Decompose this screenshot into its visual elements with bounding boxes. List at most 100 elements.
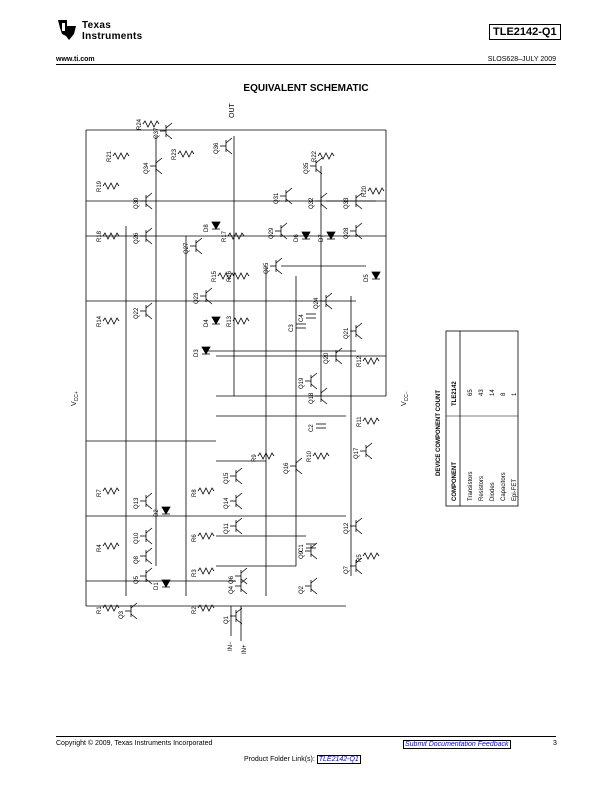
table-row-name: Transistors	[468, 472, 474, 501]
transistor-q37	[160, 122, 173, 140]
website-link[interactable]: www.ti.com	[56, 56, 95, 63]
label-q25: Q25	[264, 262, 270, 274]
resistor-r2	[197, 604, 215, 612]
label-d2: D2	[154, 509, 160, 517]
capacitor-c2	[316, 423, 326, 429]
label-q17: Q17	[354, 447, 360, 459]
product-folder: Product Folder Link(s): TLE2142-Q1	[244, 755, 361, 764]
label-r4: R4	[97, 544, 103, 552]
label-r24: R24	[137, 118, 143, 130]
label-r19: R19	[97, 180, 103, 192]
label-q18: Q18	[309, 392, 315, 404]
label-q34: Q34	[144, 162, 150, 174]
out-label: OUT	[229, 103, 236, 119]
label-q12: Q12	[344, 522, 350, 534]
page-title: EQUIVALENT SCHEMATIC	[243, 83, 369, 94]
label-q4: Q4	[229, 585, 235, 594]
table-row-name: Epi-FET	[512, 479, 518, 501]
label-r16: R16	[227, 270, 233, 282]
resistor-r22	[317, 152, 335, 160]
label-q20: Q20	[324, 352, 330, 364]
transistor-q29	[275, 222, 288, 240]
resistor-r8	[197, 487, 215, 495]
diode-d6	[301, 231, 311, 240]
label-q27: Q27	[184, 242, 190, 254]
feedback-link[interactable]: Submit Documentation Feedback	[403, 740, 511, 749]
label-d7: D7	[319, 234, 325, 242]
transistor-q24	[320, 292, 333, 310]
label-r3: R3	[192, 569, 198, 577]
table-title: DEVICE COMPONENT COUNT	[436, 390, 442, 476]
capacitor-c4	[306, 313, 316, 319]
transistor-q8	[140, 547, 153, 565]
label-r6: R6	[192, 534, 198, 542]
transistor-q22	[140, 302, 153, 320]
transistor-q28	[350, 222, 363, 240]
label-r23: R23	[172, 148, 178, 160]
transistor-q21	[350, 322, 363, 340]
resistor-r4	[102, 542, 120, 550]
diode-d2	[161, 506, 171, 515]
resistor-r15	[217, 272, 235, 280]
resistor-r7	[102, 487, 120, 495]
label-q33: Q33	[344, 197, 350, 209]
label-c3: C3	[289, 324, 295, 332]
table-row-count: 14	[490, 389, 496, 396]
copyright: Copyright © 2009, Texas Instruments Inco…	[56, 740, 213, 747]
resistor-r12	[362, 357, 380, 365]
diode-d3	[201, 346, 211, 355]
resistor-r10	[312, 452, 330, 460]
label-q29: Q29	[269, 227, 275, 239]
doc-number: SLOS628–JULY 2009	[487, 56, 556, 63]
label-q21: Q21	[344, 327, 350, 339]
transistor-q7	[350, 557, 363, 575]
transistor-q23	[200, 287, 213, 305]
table-row-name: Diodes	[490, 482, 496, 501]
table-row-count: 43	[479, 389, 485, 396]
table-col-component: COMPONENT	[452, 462, 458, 501]
label-r11: R11	[357, 416, 363, 427]
label-q23: Q23	[194, 292, 200, 304]
vcc-plus-label: VCC+	[71, 391, 80, 406]
texas-state-icon	[58, 20, 76, 40]
label-r10: R10	[307, 450, 313, 462]
resistor-r11	[362, 417, 380, 425]
label-r8: R8	[192, 489, 198, 497]
folder-link[interactable]: TLE2142-Q1	[316, 755, 361, 764]
label-r17: R17	[222, 230, 228, 242]
resistor-r3	[197, 567, 215, 575]
ti-logo: Texas Instruments	[56, 18, 156, 44]
logo-line2: Instruments	[82, 31, 143, 42]
part-number: TLE2142-Q1	[489, 24, 561, 40]
transistor-q10	[140, 527, 153, 545]
transistor-q16	[290, 457, 303, 475]
label-q9: Q9	[299, 550, 305, 559]
label-r20: R20	[362, 185, 368, 197]
transistor-q2	[305, 577, 318, 595]
label-q1: Q1	[224, 615, 230, 624]
label-c2: C2	[309, 424, 315, 432]
capacitor-c1	[306, 543, 316, 549]
in-minus-label: IN−	[228, 641, 234, 651]
resistor-r14	[102, 317, 120, 325]
label-q36: Q36	[214, 142, 220, 154]
label-r15: R15	[212, 270, 218, 282]
label-r12: R12	[357, 355, 363, 367]
diode-d4	[211, 316, 221, 325]
label-c1: C1	[299, 544, 305, 552]
label-d8: D8	[204, 224, 210, 232]
label-q26: Q26	[134, 232, 140, 244]
diode-d7	[326, 231, 336, 240]
label-q7: Q7	[344, 565, 350, 574]
label-d3: D3	[194, 349, 200, 357]
label-q30: Q30	[134, 197, 140, 209]
label-r21: R21	[107, 150, 113, 162]
transistor-q31	[280, 187, 293, 205]
resistor-r1	[102, 604, 120, 612]
diode-d1	[161, 579, 171, 588]
label-d5: D5	[364, 274, 370, 282]
resistor-r23	[177, 150, 195, 158]
transistor-q13	[140, 492, 153, 510]
table-row-name: Capacitors	[501, 472, 507, 501]
